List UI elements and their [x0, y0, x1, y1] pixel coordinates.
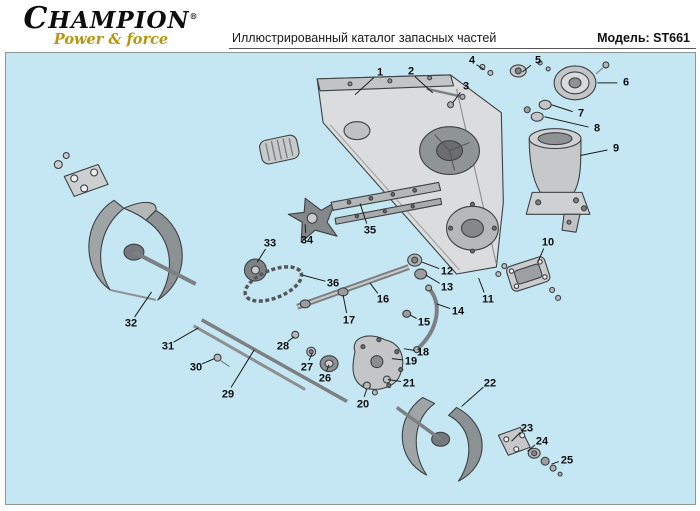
part-callout-34: 34 — [300, 234, 314, 247]
pulley-drawing — [553, 61, 610, 101]
scraper-bar-drawing — [330, 181, 443, 225]
part-callout-29: 29 — [221, 388, 235, 401]
part-callout-22: 22 — [483, 377, 497, 390]
vent-grille-drawing — [259, 134, 300, 165]
bearing-flange-drawing — [497, 426, 563, 477]
part-callout-1: 1 — [376, 66, 384, 79]
champion-logo: CHAMPION® Power & force — [16, 3, 206, 48]
part-callout-10: 10 — [541, 236, 555, 249]
part-callout-3: 3 — [462, 80, 470, 93]
chute-base-drawing — [525, 128, 591, 233]
part-callout-13: 13 — [440, 281, 454, 294]
part-callout-8: 8 — [593, 122, 601, 135]
part-callout-18: 18 — [416, 346, 430, 359]
part-callout-16: 16 — [376, 293, 390, 306]
logo-wordmark: CHAMPION® — [16, 3, 206, 34]
part-callout-33: 33 — [263, 237, 277, 250]
part-callout-21: 21 — [402, 377, 416, 390]
part-callout-24: 24 — [535, 435, 549, 448]
washers-drawing — [523, 99, 552, 122]
part-callout-35: 35 — [363, 224, 377, 237]
part-callout-6: 6 — [622, 76, 630, 89]
leader-lines — [134, 64, 618, 465]
part-callout-26: 26 — [318, 372, 332, 385]
part-callout-17: 17 — [342, 314, 356, 327]
support-arm-drawing — [402, 284, 439, 354]
part-callout-23: 23 — [520, 422, 534, 435]
part-callout-5: 5 — [534, 54, 542, 67]
left-auger-drawing — [88, 199, 197, 301]
left-flange-parts-drawing — [53, 152, 109, 197]
part-callout-4: 4 — [468, 54, 476, 67]
part-callout-28: 28 — [276, 340, 290, 353]
logo-tagline: Power & force — [53, 30, 169, 48]
right-auger-drawing — [395, 396, 483, 482]
part-callout-27: 27 — [300, 361, 314, 374]
auger-shaft-drawing — [296, 253, 428, 310]
page-header: CHAMPION® Power & force Иллюстрированный… — [0, 0, 700, 52]
part-callout-25: 25 — [560, 454, 574, 467]
side-cover-plate-drawing — [495, 256, 562, 301]
part-callout-12: 12 — [440, 265, 454, 278]
top-fasteners-drawing — [479, 60, 551, 78]
part-callout-20: 20 — [356, 398, 370, 411]
part-callout-14: 14 — [451, 305, 465, 318]
chain-sprocket-drawing — [243, 258, 304, 303]
part-callout-11: 11 — [482, 293, 494, 306]
part-callout-31: 31 — [161, 340, 175, 353]
part-callout-30: 30 — [189, 361, 203, 374]
part-callout-19: 19 — [404, 355, 418, 368]
page-title: Иллюстрированный каталог запасных частей — [232, 31, 497, 45]
part-callout-2: 2 — [407, 65, 415, 78]
model-label: Модель: ST661 — [597, 31, 690, 45]
registered-mark: ® — [189, 11, 199, 21]
part-callout-9: 9 — [612, 142, 620, 155]
chute-crank-bracket-drawing — [426, 87, 466, 109]
part-callout-15: 15 — [417, 316, 431, 329]
auger-housing-drawing — [316, 74, 504, 275]
gear-case-drawing — [291, 330, 404, 396]
exploded-parts-drawing — [53, 60, 610, 482]
logo-text: CHAMPION — [23, 0, 190, 36]
header-divider — [229, 48, 696, 49]
impeller-drawing — [287, 197, 338, 243]
part-callout-32: 32 — [124, 317, 138, 330]
part-callout-7: 7 — [577, 107, 585, 120]
part-callout-36: 36 — [326, 277, 340, 290]
